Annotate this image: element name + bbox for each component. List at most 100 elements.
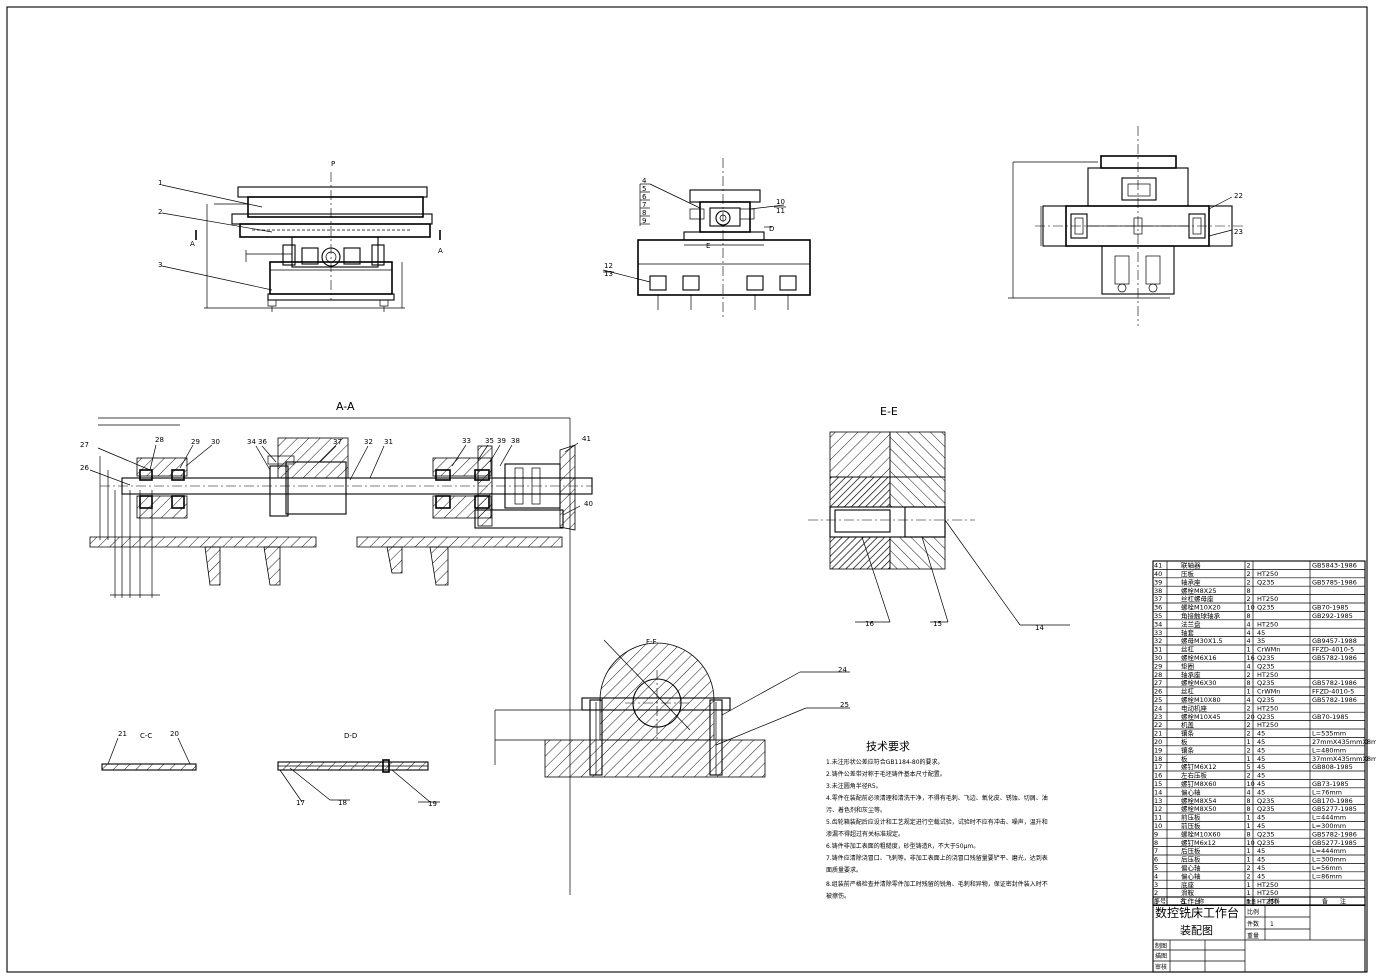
bom-cell: FFZD-4010-5 (1312, 688, 1354, 696)
bom-cell: 偏心轴 (1181, 863, 1201, 872)
p-label: P (331, 160, 335, 168)
balloon-31: 31 (384, 438, 393, 446)
bom-cell: 2 (1247, 721, 1251, 729)
bom-cell: 45 (1257, 772, 1265, 780)
tech-line: 渗漏不得超过有关标准规定。 (826, 830, 904, 838)
bom-cell: Q235 (1257, 830, 1275, 838)
bom-cell: 后压板 (1181, 846, 1201, 855)
bom-cell: 工作台 (1181, 897, 1201, 906)
bom-cell: 45 (1257, 730, 1265, 738)
bom-cell: 轴承座 (1181, 577, 1201, 586)
drawing-title: 数控铣床工作台 (1155, 905, 1239, 920)
bom-cell: CrWMn (1257, 688, 1280, 696)
bom-cell: HT250 (1257, 881, 1278, 889)
balloon-39: 39 (497, 437, 506, 445)
bom-cell: 联轴器 (1181, 561, 1201, 570)
top-view: 22 23 (1008, 126, 1244, 326)
bom-cell: 2 (1247, 730, 1251, 738)
bom-cell: 14 (1154, 788, 1162, 796)
bom-cell: 前压板 (1181, 813, 1201, 822)
bom-cell: 7 (1154, 847, 1158, 855)
bom-cell: GB5782-1986 (1312, 830, 1357, 838)
bom-cell: 40 (1154, 570, 1162, 578)
bom-cell: 1 (1247, 889, 1251, 897)
bom-cell: 1 (1247, 646, 1251, 654)
bom-cell: 压板 (1181, 569, 1195, 578)
balloon-14: 14 (1035, 624, 1044, 632)
bom-cell: 17 (1154, 763, 1162, 771)
section-e-e: E-E 16 15 14 (808, 405, 1070, 632)
bom-cell: 37 (1154, 595, 1162, 603)
bom-cell: Q235 (1257, 713, 1275, 721)
bom-cell: 4 (1247, 620, 1251, 628)
bom-cell: 8 (1247, 679, 1251, 687)
bom-cell: GB70-1985 (1312, 713, 1349, 721)
bom-cell: 15 (1154, 780, 1162, 788)
balloon-26: 26 (80, 464, 89, 472)
bom-cell: 21 (1154, 730, 1162, 738)
bom-cell: 10 (1247, 780, 1255, 788)
bom-cell: 4 (1247, 788, 1251, 796)
bom-cell: HT250 (1257, 898, 1278, 906)
pieces-label: 件数 (1247, 920, 1259, 928)
bom-header-material: 材料 (1268, 898, 1280, 906)
balloon-27: 27 (80, 441, 89, 449)
tech-line: 5.齿轮箱装配后应设计和工艺规定进行空载试验，试验时不应有冲击、噪声，温升和 (826, 818, 1048, 826)
balloon-34: 34 (247, 438, 256, 446)
bom-cell: 板 (1181, 737, 1188, 746)
pieces-value: 1 (1270, 921, 1274, 928)
balloon-21: 21 (118, 730, 127, 738)
bom-cell: L=444mm (1312, 847, 1346, 855)
bom-cell: 12 (1154, 805, 1162, 813)
bom-cell: 4 (1154, 872, 1158, 880)
bom-cell: 39 (1154, 578, 1162, 586)
bom-cell: 轴套 (1181, 628, 1195, 637)
bom-cell: Q235 (1257, 805, 1275, 813)
weight-label: 重量 (1247, 932, 1259, 940)
bom-cell: 3 (1154, 881, 1158, 889)
bom-cell: 2 (1247, 671, 1251, 679)
bom-cell: 1 (1247, 856, 1251, 864)
bom-cell: 8 (1247, 612, 1251, 620)
bom-cell: FFZD-4010-5 (1312, 646, 1354, 654)
bom-cell: L=444mm (1312, 814, 1346, 822)
bom-cell: HT250 (1257, 721, 1278, 729)
balloon-1: 1 (158, 179, 162, 187)
balloon-13: 13 (604, 270, 613, 278)
bom-cell: 24 (1154, 704, 1162, 712)
balloon-9: 9 (642, 217, 646, 225)
bom-cell: 13 (1154, 797, 1162, 805)
bom-cell: 19 (1154, 746, 1162, 754)
bom-cell: 45 (1257, 856, 1265, 864)
bom-cell: 螺栓M10X80 (1181, 695, 1221, 704)
drawing-subtitle: 装配图 (1180, 924, 1213, 937)
balloon-28: 28 (155, 436, 164, 444)
balloon-38: 38 (511, 437, 520, 445)
bom-cell: 38 (1154, 587, 1162, 595)
bom-cell: 底座 (1181, 880, 1195, 889)
bom-cell: 10 (1247, 604, 1255, 612)
drawn-label: 制图 (1155, 942, 1167, 950)
bom-cell: GB9457-1988 (1312, 637, 1357, 645)
bom-cell: L=76mm (1312, 788, 1342, 796)
bom-cell: 偏心轴 (1181, 871, 1201, 880)
bom-cell: HT250 (1257, 620, 1278, 628)
bom-header-remark: 备 注 (1322, 898, 1346, 906)
bom-cell: 轴承座 (1181, 670, 1201, 679)
bom-cell: 30 (1154, 654, 1162, 662)
bom-cell: 4 (1247, 637, 1251, 645)
bom-cell: 2 (1247, 595, 1251, 603)
bom-cell: 1 (1247, 688, 1251, 696)
bom-cell: Q235 (1257, 578, 1275, 586)
bom-cell: 丝杠 (1181, 645, 1195, 654)
bom-cell: 37mmX435mmX8mm (1312, 755, 1376, 763)
balloon-35: 35 (485, 437, 494, 445)
balloon-12: 12 (604, 262, 613, 270)
bom-cell: 1 (1247, 881, 1251, 889)
bom-cell: HT250 (1257, 570, 1278, 578)
bom-cell: HT250 (1257, 704, 1278, 712)
bom-cell: 1 (1247, 814, 1251, 822)
bom-cell: 法兰盘 (1181, 619, 1201, 628)
bom-cell: GB5277-1985 (1312, 839, 1357, 847)
balloon-7: 7 (642, 201, 646, 209)
